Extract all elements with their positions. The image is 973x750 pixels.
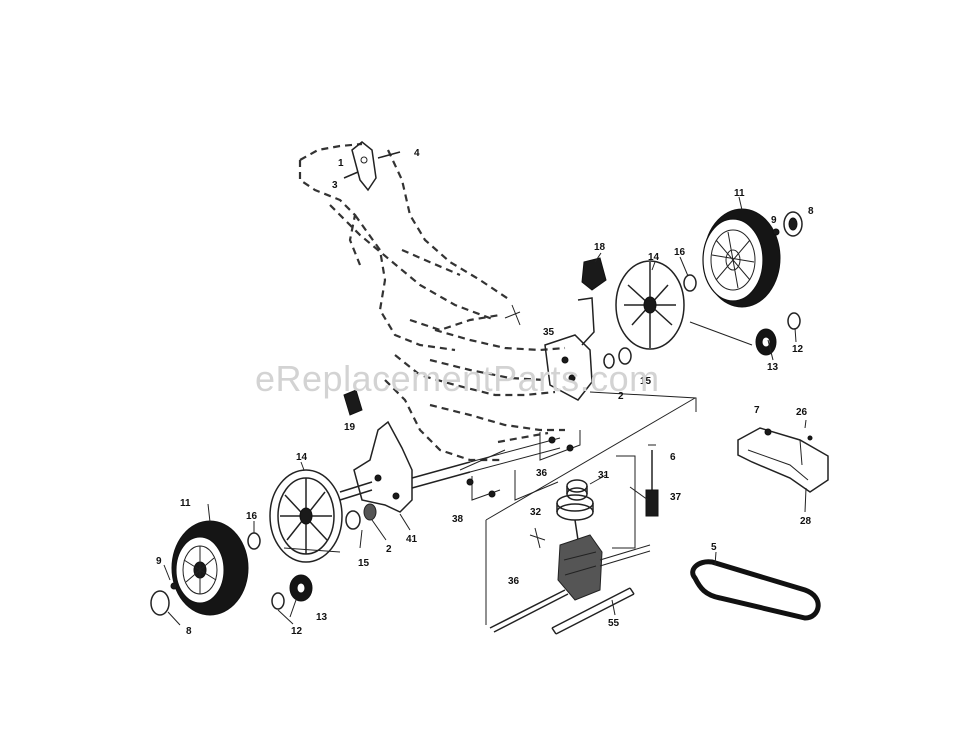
callout-13-left: 13 (316, 612, 328, 623)
leader-lines (163, 196, 807, 626)
callout-37: 37 (670, 492, 682, 503)
callout-1: 1 (338, 158, 344, 169)
callout-38: 38 (452, 514, 464, 525)
right-wheel-plate (615, 260, 697, 350)
callout-7: 7 (754, 405, 760, 416)
callout-9-right: 9 (771, 215, 777, 226)
left-height-adjuster (339, 389, 413, 513)
callout-14-left: 14 (296, 452, 308, 463)
callout-18: 18 (594, 242, 606, 253)
callout-41: 41 (406, 534, 418, 545)
callout-36-bottom: 36 (508, 576, 520, 587)
callout-28: 28 (800, 516, 812, 527)
left-wheel (150, 520, 249, 616)
callout-2-left: 2 (386, 544, 392, 555)
callout-35: 35 (543, 327, 555, 338)
right-height-adjuster (544, 257, 632, 401)
drive-belt (690, 559, 821, 621)
callout-3: 3 (332, 180, 338, 191)
callout-12-right: 12 (792, 344, 804, 355)
callout-5: 5 (711, 542, 717, 553)
axle-lines (411, 391, 697, 625)
callout-9-left: 9 (156, 556, 162, 567)
callout-31: 31 (598, 470, 610, 481)
mower-body-outline (298, 142, 566, 462)
callout-6: 6 (670, 452, 676, 463)
watermark: eReplacementParts.com (255, 358, 660, 399)
callout-15-right: 15 (640, 376, 652, 387)
callout-16-right: 16 (674, 247, 686, 258)
callout-2-right: 2 (618, 391, 624, 402)
gearbox-assembly (489, 444, 659, 633)
hardware-bits (466, 436, 574, 498)
rear-skirt (737, 427, 829, 493)
handle-bracket (343, 141, 401, 192)
callout-16-left: 16 (246, 511, 258, 522)
left-washers (345, 503, 377, 530)
left-wheel-plate (247, 469, 343, 563)
right-hubcap (772, 211, 803, 237)
callout-19: 19 (344, 422, 356, 433)
callout-8-right: 8 (808, 206, 814, 217)
callout-15-left: 15 (358, 558, 370, 569)
callout-13-right: 13 (767, 362, 779, 373)
callout-36-top: 36 (536, 468, 548, 479)
right-wheel (702, 208, 781, 308)
callout-12-left: 12 (291, 626, 303, 637)
callout-32: 32 (530, 507, 542, 518)
callout-14-right: 14 (648, 252, 660, 263)
bar-part-55 (551, 587, 635, 635)
callout-26: 26 (796, 407, 808, 418)
callout-11-left: 11 (180, 498, 191, 509)
callout-8-left: 8 (186, 626, 192, 637)
callout-labels: 1 3 4 11 9 8 18 14 16 35 15 2 12 13 7 26… (156, 148, 814, 637)
callout-4: 4 (414, 148, 420, 159)
callout-11-right: 11 (734, 188, 745, 199)
right-drive-gear (689, 312, 801, 356)
left-drive-gear (271, 574, 313, 610)
callout-55: 55 (608, 618, 620, 629)
